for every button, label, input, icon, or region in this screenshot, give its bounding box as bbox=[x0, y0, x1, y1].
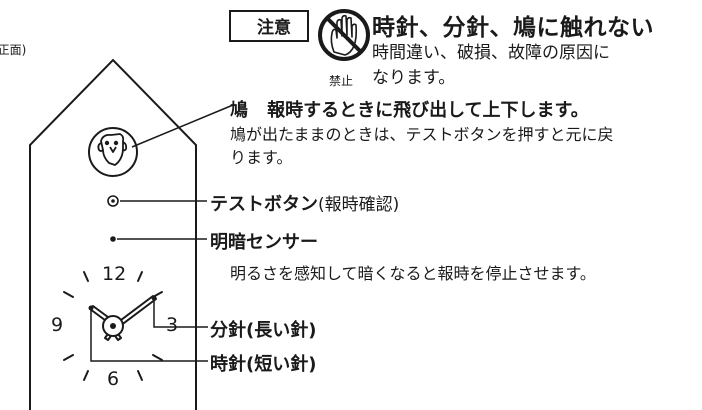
clock-number-12: 12 bbox=[102, 263, 127, 285]
cuckoo-bird-icon bbox=[97, 133, 128, 166]
cuckoo-description: 鳩が出たままのときは、テストボタンを押すと元に戻 ります。 bbox=[230, 123, 614, 169]
light-sensor-description: 明るさを感知して暗くなると報時を停止させます。 bbox=[230, 264, 596, 283]
leader-lines bbox=[90, 104, 234, 362]
cuckoo-title: 鳩 bbox=[230, 100, 248, 121]
test-button-title: テストボタン bbox=[210, 194, 318, 215]
warning-title: 時針、分針、鳩に触れない bbox=[372, 15, 654, 41]
warning-body-line-1: 時間違い、破損、故障の原因に bbox=[372, 43, 610, 63]
clock-hands bbox=[89, 295, 157, 341]
hand-pivot bbox=[110, 323, 116, 329]
clock-number-3: 3 bbox=[166, 314, 179, 336]
test-button-note: (報時確認) bbox=[318, 195, 400, 215]
light-sensor-dot bbox=[110, 236, 116, 242]
cuckoo-desc-line-2: ります。 bbox=[230, 148, 293, 167]
front-view-label: (正面) bbox=[0, 43, 27, 57]
light-sensor-title: 明暗センサー bbox=[210, 232, 318, 253]
prohibit-label: 禁止 bbox=[329, 74, 354, 88]
callout-cuckoo: 鳩 報時するときに飛び出して上下します。 bbox=[230, 96, 589, 122]
prohibited-touch-icon bbox=[318, 9, 370, 61]
cuckoo-desc-line-1: 鳩が出たままのときは、テストボタンを押すと元に戻 bbox=[230, 125, 614, 144]
clock-number-6: 6 bbox=[107, 368, 120, 390]
clock-number-9: 9 bbox=[51, 314, 64, 336]
callout-test-button: テストボタン(報時確認) bbox=[210, 190, 399, 216]
clock-housing-outline bbox=[29, 58, 197, 410]
caution-box bbox=[229, 10, 309, 42]
caution-label: 注意 bbox=[257, 18, 291, 38]
warning-body-line-2: なります。 bbox=[372, 68, 456, 88]
warning-body: 時間違い、破損、故障の原因に なります。 bbox=[372, 41, 610, 91]
cuckoo-text: 報時するときに飛び出して上下します。 bbox=[267, 100, 589, 121]
minute-hand-label: 分針(長い針) bbox=[210, 320, 317, 341]
hour-hand-label: 時針(短い針) bbox=[210, 354, 317, 375]
